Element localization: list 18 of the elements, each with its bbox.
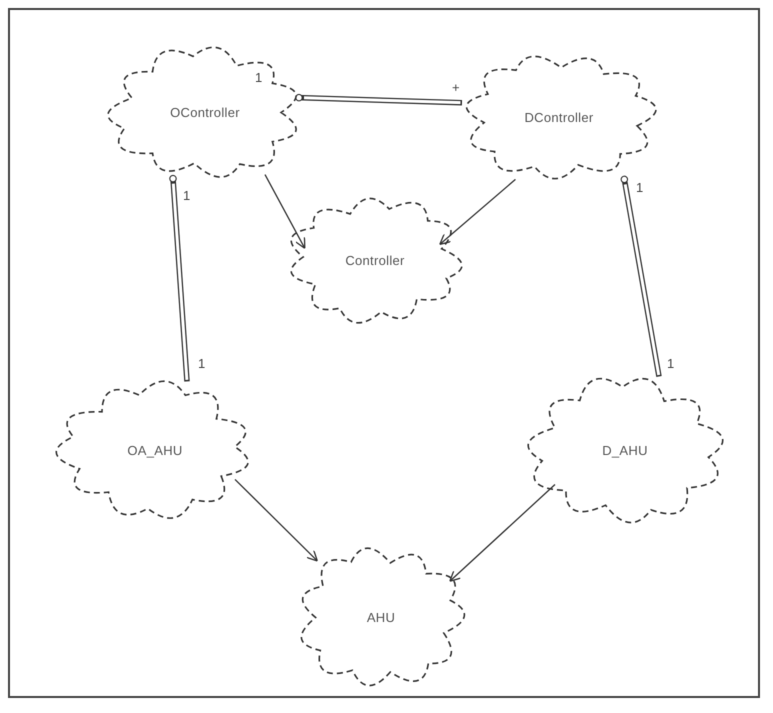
- inheritance-arrow: [439, 178, 516, 246]
- class-name: OA_AHU: [127, 442, 183, 458]
- multiplicity-label: 1: [255, 70, 262, 85]
- class-name: Controller: [345, 252, 405, 268]
- has-relationship-line: [295, 94, 462, 106]
- class-name: D_AHU: [602, 442, 648, 458]
- multiplicity-label: 1: [183, 188, 190, 203]
- inheritance-arrow: [264, 174, 306, 249]
- multiplicity-label: 1: [198, 356, 206, 371]
- multiplicity-label: 1: [636, 180, 644, 195]
- multiplicity-label: +: [452, 80, 460, 95]
- class-name: OController: [170, 105, 240, 120]
- class-name: AHU: [366, 610, 396, 625]
- multiplicity-label: 1: [667, 356, 674, 371]
- has-relationship-line: [620, 176, 662, 377]
- class-name: DController: [524, 110, 594, 124]
- has-relationship-line: [169, 174, 190, 382]
- inheritance-arrow: [449, 484, 556, 582]
